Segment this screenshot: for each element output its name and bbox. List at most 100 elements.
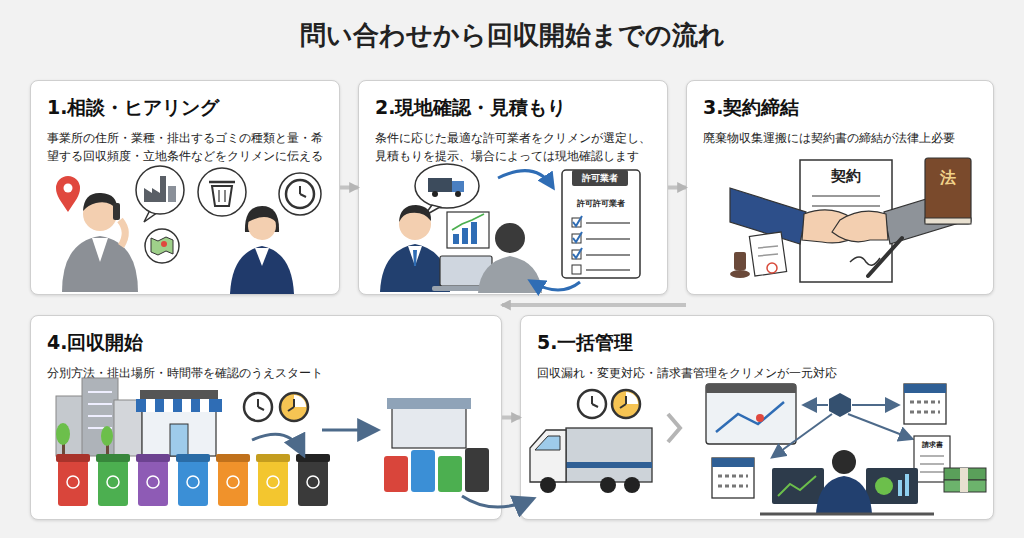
curved-arrow bbox=[462, 496, 530, 507]
money-stack bbox=[944, 480, 986, 492]
hub-network bbox=[852, 404, 896, 406]
trees bbox=[56, 423, 113, 456]
step-description: 分別方法・排出場所・時間帯を確認のうえスタート bbox=[47, 364, 487, 382]
collection-point bbox=[465, 448, 489, 492]
clipboard bbox=[586, 222, 630, 224]
stamp-and-note bbox=[730, 270, 750, 278]
chart-board bbox=[452, 214, 484, 230]
man-on-phone bbox=[83, 193, 117, 211]
hub-network bbox=[806, 404, 828, 406]
garbage-truck bbox=[530, 430, 566, 482]
location-pin bbox=[64, 184, 73, 193]
map-bubble bbox=[145, 229, 179, 263]
calendar bbox=[718, 485, 748, 488]
sorting-bins bbox=[136, 454, 170, 462]
invoice bbox=[920, 455, 944, 457]
clock-icon bbox=[280, 393, 308, 421]
collection-point bbox=[411, 450, 435, 492]
truck-bubble bbox=[428, 178, 452, 192]
process-box: 3.契約締結廃棄物収集運搬には契約書の締結が法律上必要 bbox=[686, 80, 994, 295]
truck-bubble bbox=[424, 205, 440, 216]
law-book bbox=[925, 158, 971, 224]
flow-connector bbox=[668, 186, 686, 190]
sorting-bins bbox=[96, 454, 130, 462]
shop bbox=[170, 424, 188, 456]
clipboard bbox=[586, 238, 630, 240]
operator-desk bbox=[816, 476, 872, 514]
sorting-bins bbox=[107, 476, 119, 488]
trash-bubble bbox=[209, 181, 235, 184]
map-monitor bbox=[706, 384, 796, 444]
sorting-bins bbox=[58, 460, 88, 506]
trees bbox=[106, 440, 109, 456]
man-on-phone bbox=[113, 203, 120, 220]
clock-bubble bbox=[279, 173, 321, 215]
clipboard bbox=[572, 265, 581, 274]
sorting-bins bbox=[187, 476, 199, 488]
laptop bbox=[432, 286, 500, 291]
client-back bbox=[478, 223, 542, 293]
flow-connector bbox=[502, 303, 686, 307]
man-on-phone bbox=[62, 193, 138, 292]
contract-paper bbox=[812, 205, 880, 207]
truck-bubble bbox=[415, 164, 479, 208]
trash-bubble bbox=[198, 168, 246, 216]
office-buildings bbox=[88, 427, 112, 429]
office-buildings bbox=[114, 400, 142, 456]
stamp-and-note bbox=[758, 254, 778, 256]
stamp-and-note bbox=[734, 252, 746, 270]
calendar bbox=[712, 384, 946, 498]
garbage-truck bbox=[600, 477, 616, 493]
laptop bbox=[432, 256, 500, 291]
clipboard bbox=[573, 248, 582, 258]
collection-point bbox=[387, 398, 471, 409]
chart-board bbox=[462, 228, 468, 244]
calendar bbox=[910, 411, 940, 414]
laptop bbox=[440, 256, 492, 286]
step-description: 回収漏れ・変更対応・請求書管理をクリメンが一元対応 bbox=[537, 364, 979, 382]
clock-icon bbox=[244, 393, 272, 421]
step-description: 条件に応じた最適な許可業者をクリメンが選定し、見積もりを提示、場合によっては現地… bbox=[375, 129, 653, 165]
cycle-arrows bbox=[532, 282, 580, 290]
sorting-bins bbox=[56, 454, 330, 506]
collection-point bbox=[392, 408, 466, 448]
collection-point bbox=[384, 398, 489, 492]
consultant bbox=[413, 250, 417, 266]
stamp-and-note bbox=[730, 232, 787, 278]
map-monitor bbox=[756, 414, 764, 422]
map-bubble bbox=[161, 241, 167, 247]
truck-bubble bbox=[432, 191, 438, 197]
shop bbox=[142, 408, 216, 456]
operator-desk bbox=[905, 474, 909, 496]
operator-desk bbox=[760, 450, 934, 514]
map-monitor bbox=[716, 402, 784, 432]
contract-paper bbox=[800, 160, 892, 282]
factory-bubble bbox=[168, 186, 176, 202]
garbage-truck bbox=[540, 477, 556, 493]
garbage-truck bbox=[566, 428, 652, 482]
handshake bbox=[884, 188, 962, 244]
calendar bbox=[718, 475, 748, 478]
chevron bbox=[668, 414, 680, 442]
flow-arrow bbox=[322, 429, 374, 432]
garbage-truck bbox=[530, 428, 652, 493]
sorting-bins bbox=[138, 460, 168, 506]
office-buildings bbox=[88, 391, 112, 393]
handshake bbox=[802, 210, 862, 243]
woman-staff bbox=[248, 212, 276, 240]
clipboard bbox=[572, 218, 581, 227]
chart-board bbox=[447, 212, 489, 248]
clipboard bbox=[573, 232, 582, 242]
shop bbox=[200, 399, 209, 412]
map-bubble bbox=[151, 237, 173, 255]
sorting-bins bbox=[67, 476, 79, 488]
calendar bbox=[910, 401, 940, 404]
trash-bubble bbox=[218, 190, 219, 202]
truck-bubble bbox=[455, 191, 461, 197]
man-on-phone bbox=[83, 197, 117, 231]
step-heading: 5.一括管理 bbox=[537, 330, 979, 356]
office-buildings bbox=[56, 396, 86, 456]
step-description: 事業所の住所・業種・排出するゴミの種類と量・希望する回収頻度・立地条件などをクリ… bbox=[47, 129, 325, 165]
step-heading: 1.相談・ヒアリング bbox=[47, 95, 325, 121]
